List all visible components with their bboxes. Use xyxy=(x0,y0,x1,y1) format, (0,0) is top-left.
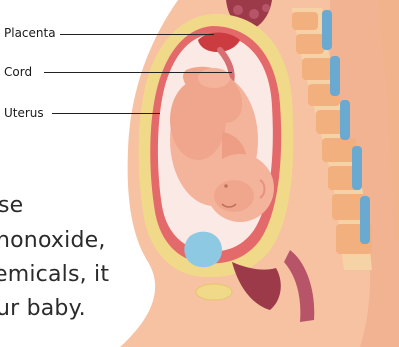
cord-leader-line xyxy=(44,72,232,73)
uterus-label: Uterus xyxy=(4,106,44,120)
placenta-leader-line xyxy=(60,34,214,35)
pubic-bone xyxy=(196,284,232,300)
caption-line-1: se xyxy=(0,193,23,219)
bladder xyxy=(184,232,222,268)
caption-line-4: ur baby. xyxy=(0,296,86,322)
cord-label: Cord xyxy=(4,65,32,79)
caption-line-3: emicals, it xyxy=(0,262,109,288)
caption-line-2: nonoxide, xyxy=(0,228,106,254)
placenta-label: Placenta xyxy=(4,26,56,40)
uterus-leader-line xyxy=(52,113,160,114)
